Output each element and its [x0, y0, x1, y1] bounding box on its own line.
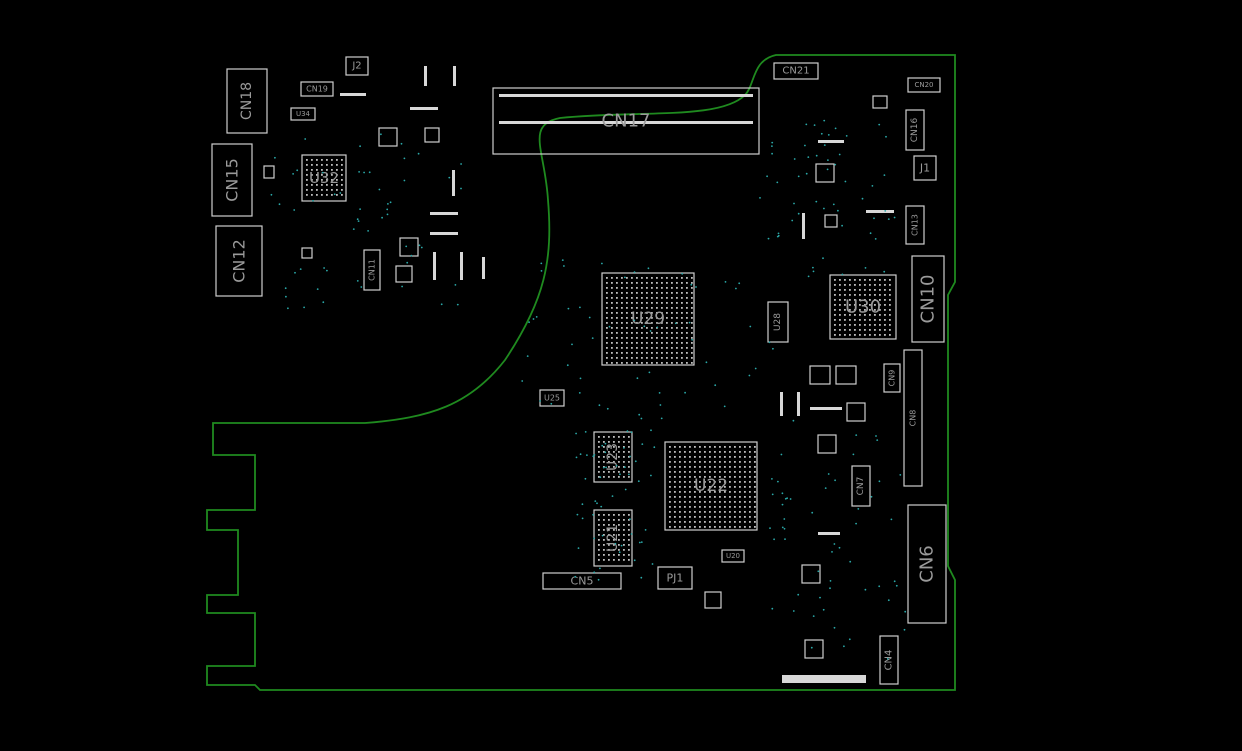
component-cn5: CN5 — [542, 572, 622, 590]
component-outline — [593, 431, 633, 483]
component-outline — [905, 205, 925, 245]
component-cn17: CN17 — [492, 87, 760, 155]
bga-ball-grid — [834, 279, 891, 336]
component-label: CN10 — [918, 275, 939, 324]
component-label: J2 — [351, 61, 361, 72]
component-label: CN17 — [602, 111, 651, 132]
small-parts — [263, 66, 894, 683]
bga-ball-grid — [306, 159, 343, 196]
component-u30: U30 — [829, 274, 897, 340]
component-cn7: CN7 — [851, 465, 871, 507]
component-label: CN8 — [909, 410, 918, 427]
component-outline — [773, 62, 819, 80]
component-label: U30 — [845, 297, 881, 318]
component-j2: J2 — [345, 56, 369, 76]
component-outline — [883, 363, 901, 393]
component-cn11: CN11 — [363, 249, 381, 291]
via-field — [270, 119, 907, 660]
component-outline — [903, 349, 923, 487]
component-label: CN5 — [571, 575, 594, 588]
component-u22: U22 — [664, 441, 758, 531]
component-outline — [907, 504, 947, 624]
component-u25: U25 — [539, 389, 565, 407]
component-cn21: CN21 — [773, 62, 819, 80]
component-u29: U29 — [601, 272, 695, 366]
component-outline — [829, 274, 897, 340]
component-label: CN16 — [910, 117, 920, 142]
component-cn6: CN6 — [907, 504, 947, 624]
bga-ball-grid — [598, 514, 630, 561]
component-label: CN18 — [239, 82, 255, 120]
component-outline — [905, 109, 925, 151]
component-outline — [542, 572, 622, 590]
component-label: U32 — [309, 169, 339, 187]
component-outline — [492, 87, 760, 155]
component-label: U22 — [694, 476, 728, 496]
component-u23: U23 — [593, 431, 633, 483]
board-outline — [206, 54, 956, 691]
component-outline — [363, 249, 381, 291]
component-label: CN11 — [368, 259, 377, 281]
component-cn8: CN8 — [903, 349, 923, 487]
component-label: CN12 — [230, 239, 249, 283]
component-outline — [911, 255, 945, 343]
component-label: CN6 — [917, 545, 938, 583]
component-label: U28 — [773, 313, 783, 331]
component-outline — [601, 272, 695, 366]
component-label: CN21 — [782, 66, 809, 77]
component-cn4: CN4 — [879, 635, 899, 685]
component-u34: U34 — [290, 107, 316, 121]
component-label: U23 — [605, 443, 621, 471]
bga-ball-grid — [669, 446, 756, 528]
component-u28: U28 — [767, 301, 789, 343]
component-cn12: CN12 — [215, 225, 263, 297]
component-outline — [851, 465, 871, 507]
component-cn15: CN15 — [211, 143, 253, 217]
component-label: CN9 — [888, 370, 897, 387]
component-u32: U32 — [301, 154, 347, 202]
component-outline — [215, 225, 263, 297]
component-outline — [300, 81, 334, 97]
component-outline — [290, 107, 316, 121]
component-label: CN7 — [856, 477, 866, 496]
component-cn20: CN20 — [907, 77, 941, 93]
component-outline — [539, 389, 565, 407]
component-pj1: PJ1 — [657, 566, 693, 590]
component-label: J1 — [919, 162, 930, 175]
component-cn13: CN13 — [905, 205, 925, 245]
component-cn9: CN9 — [883, 363, 901, 393]
component-cn10: CN10 — [911, 255, 945, 343]
component-label: U25 — [544, 394, 560, 403]
component-label: CN19 — [306, 85, 328, 94]
component-outline — [657, 566, 693, 590]
component-cn18: CN18 — [226, 68, 268, 134]
component-label: U20 — [726, 552, 740, 560]
component-outline — [226, 68, 268, 134]
component-j1: J1 — [913, 155, 937, 181]
component-label: U21 — [605, 524, 621, 552]
component-label: CN4 — [884, 650, 895, 671]
bga-ball-grid — [606, 277, 693, 364]
component-outline — [345, 56, 369, 76]
component-u20: U20 — [721, 549, 745, 563]
bga-ball-grid — [598, 436, 630, 478]
component-cn19: CN19 — [300, 81, 334, 97]
component-label: CN15 — [223, 158, 242, 202]
component-u21: U21 — [593, 509, 633, 567]
component-outline — [767, 301, 789, 343]
component-label: PJ1 — [667, 572, 684, 585]
component-outline — [907, 77, 941, 93]
component-label: CN13 — [911, 214, 920, 236]
component-outline — [721, 549, 745, 563]
component-label: U34 — [296, 110, 311, 118]
component-outline — [879, 635, 899, 685]
component-outline — [913, 155, 937, 181]
component-label: U29 — [631, 309, 665, 329]
component-cn16: CN16 — [905, 109, 925, 151]
component-outline — [211, 143, 253, 217]
component-outline — [664, 441, 758, 531]
component-label: CN20 — [914, 81, 933, 89]
component-outline — [301, 154, 347, 202]
